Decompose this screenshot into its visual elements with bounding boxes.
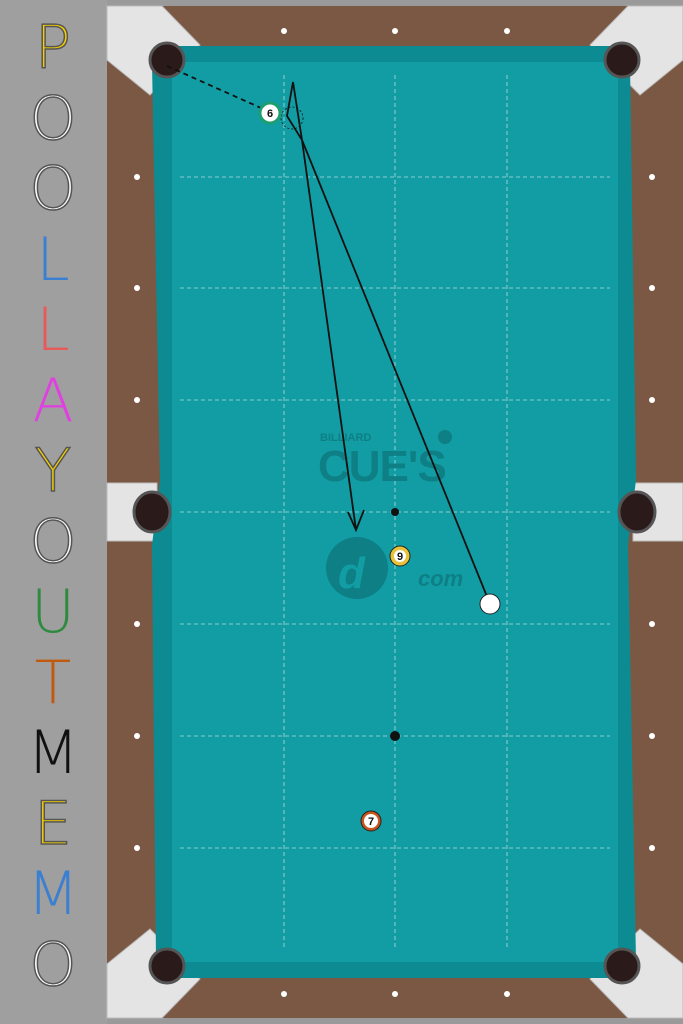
ball-7: 7 <box>360 810 382 832</box>
title-letter-3: L <box>36 224 70 295</box>
ball-9-number: 9 <box>397 551 403 563</box>
ball-6: 6 <box>258 101 282 125</box>
title-letter-5: A <box>32 365 74 436</box>
ball-6-number: 6 <box>267 108 273 120</box>
shot-paths <box>166 65 491 605</box>
title-letter-11: E <box>33 788 72 859</box>
title-letter-7: O <box>29 506 78 577</box>
pocket-top-left <box>148 41 186 79</box>
pocket-side-left <box>132 490 172 534</box>
pockets <box>132 41 657 985</box>
title-letter-2: O <box>29 154 78 224</box>
ball-7-number: 7 <box>368 816 374 828</box>
watermark: BILLIARD CUE'S d com <box>318 430 463 599</box>
cue-ball-path <box>301 139 491 605</box>
title-letter-9: T <box>34 647 72 718</box>
title-letter-12: M <box>27 859 79 929</box>
object-ball-path <box>166 65 271 113</box>
title-letter-0: P <box>34 13 72 83</box>
center-spot <box>391 508 399 516</box>
watermark-dot <box>438 430 452 444</box>
ball-6-stripe <box>258 101 282 125</box>
cue-ball <box>479 593 501 615</box>
ball-9: 9 <box>389 545 411 567</box>
title-letter-6: Y <box>34 436 72 506</box>
title-letter-13: O <box>29 929 78 1000</box>
pocket-bottom-left <box>148 947 186 985</box>
watermark-logo-letter: d <box>338 549 366 598</box>
watermark-logo <box>326 537 388 599</box>
watermark-big: CUE'S <box>318 442 446 491</box>
pocket-top-right <box>603 41 641 79</box>
diamonds <box>134 28 655 997</box>
watermark-small: BILLIARD <box>320 432 371 444</box>
cue-ball-deflection <box>286 81 303 141</box>
title-letter-8: U <box>31 577 75 647</box>
cue-ball-travel <box>301 139 357 531</box>
travel-arrowhead <box>347 509 365 533</box>
table-grid <box>180 75 610 950</box>
ghost-ball <box>280 106 304 130</box>
title-letter-4: L <box>36 295 70 365</box>
pocket-bottom-right <box>603 947 641 985</box>
title-letter-1: O <box>29 83 78 154</box>
foot-spot <box>390 731 400 741</box>
title-sidebar <box>0 0 106 1024</box>
pocket-side-right <box>617 490 657 534</box>
title-letter-10: M <box>27 718 79 788</box>
watermark-dotcom: com <box>418 566 463 591</box>
